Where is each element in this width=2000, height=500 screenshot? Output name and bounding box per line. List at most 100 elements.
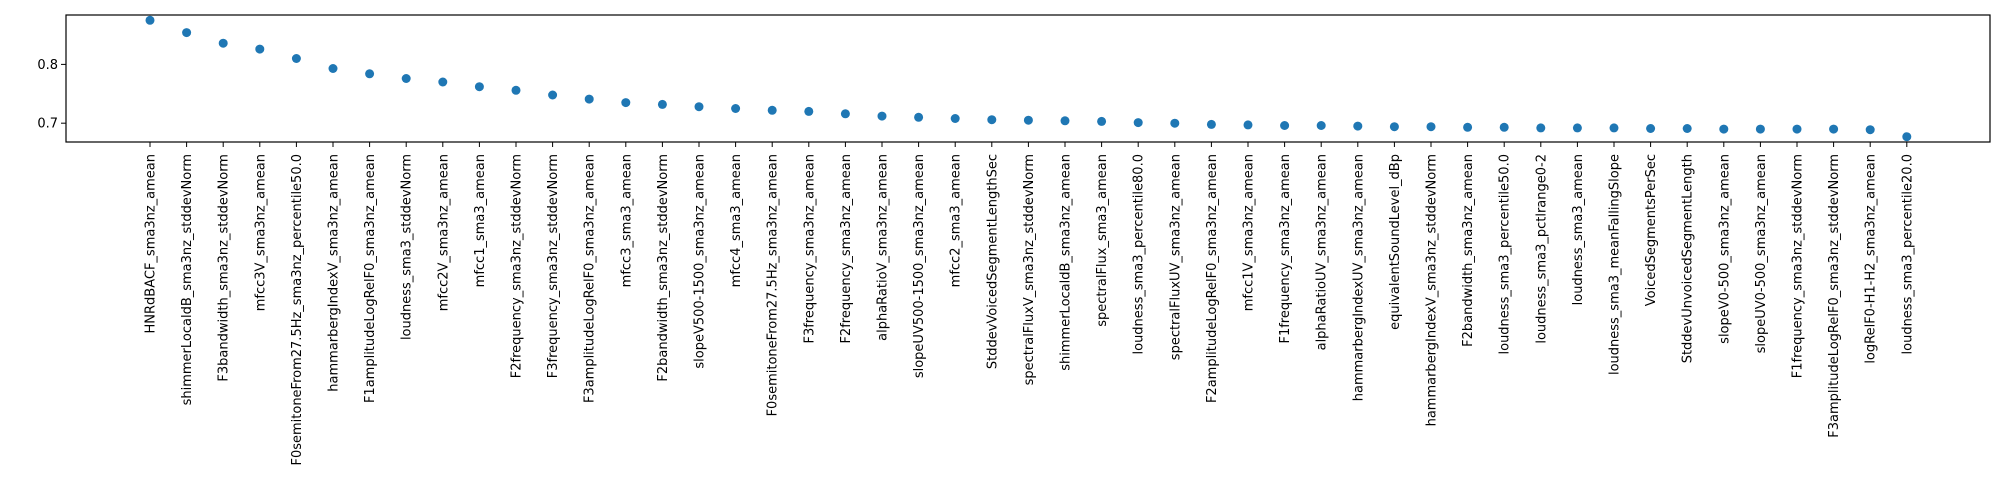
- data-point: [1353, 121, 1363, 131]
- x-tick-label: F2amplitudeLogRelF0_sma3nz_amean: [1205, 154, 1220, 403]
- x-tick-label: loudness_sma3_meanFallingSlope: [1608, 154, 1623, 375]
- y-tick-label: 0.7: [37, 117, 58, 132]
- data-point: [657, 99, 667, 109]
- x-tick-label: F2frequency_sma3nz_stddevNorm: [510, 154, 525, 378]
- data-point: [401, 74, 411, 83]
- x-tick-label: slopeUV500-1500_sma3nz_amean: [912, 154, 927, 378]
- x-tick-label: spectralFluxV_sma3nz_stddevNorm: [1022, 154, 1037, 385]
- x-tick-label: slopeV0-500_sma3nz_amean: [1717, 154, 1732, 344]
- x-tick-label: slopeUV0-500_sma3nz_amean: [1754, 154, 1769, 353]
- data-point: [1609, 123, 1619, 133]
- data-point: [1755, 124, 1765, 134]
- data-point: [255, 44, 265, 54]
- x-tick-label: mfcc1_sma3_amean: [473, 154, 488, 287]
- x-tick-label: VoicedSegmentsPerSec: [1644, 154, 1659, 306]
- x-tick-label: F1amplitudeLogRelF0_sma3nz_amean: [363, 154, 378, 403]
- data-point: [291, 54, 301, 63]
- x-tick-label: mfcc2_sma3_amean: [949, 154, 964, 287]
- x-tick-label: loudness_sma3_percentile50.0: [1498, 154, 1513, 354]
- x-tick-label: F3amplitudeLogRelF0_sma3nz_amean: [583, 154, 598, 403]
- data-point: [987, 115, 997, 125]
- data-point: [731, 104, 741, 113]
- x-tick-label: spectralFluxUV_sma3nz_amean: [1168, 154, 1183, 360]
- data-point: [1682, 124, 1692, 133]
- x-tick-label: F2bandwidth_sma3nz_amean: [1461, 154, 1476, 347]
- x-tick-label: alphaRatioUV_sma3nz_amean: [1315, 154, 1330, 350]
- x-tick-label: mfcc3V_sma3nz_amean: [253, 154, 268, 311]
- data-point: [1316, 121, 1326, 130]
- data-point: [218, 38, 228, 48]
- x-tick-label: loudness_sma3_stddevNorm: [400, 154, 415, 340]
- data-point: [914, 112, 924, 122]
- x-tick-label: F1frequency_sma3nz_amean: [1278, 154, 1293, 344]
- x-tick-label: loudness_sma3_pctlrange0-2: [1534, 154, 1549, 344]
- x-tick-label: shimmerLocaldB_sma3nz_amean: [1059, 154, 1074, 371]
- x-tick-label: hammarbergIndexUV_sma3nz_amean: [1351, 154, 1366, 401]
- data-point: [365, 69, 375, 79]
- x-tick-label: mfcc2V_sma3nz_amean: [436, 154, 451, 311]
- data-point: [1133, 118, 1143, 128]
- data-point: [694, 102, 704, 112]
- data-point: [1463, 122, 1473, 132]
- data-point: [767, 105, 777, 115]
- data-point: [145, 15, 155, 25]
- data-point: [328, 64, 338, 73]
- x-tick-label: shimmerLocaldB_sma3nz_stddevNorm: [180, 154, 195, 405]
- x-tick-label: mfcc1V_sma3nz_amean: [1242, 154, 1257, 311]
- x-tick-label: mfcc3_sma3_amean: [619, 154, 634, 287]
- data-point: [1536, 123, 1546, 133]
- x-tick-label: F3frequency_sma3nz_stddevNorm: [546, 154, 561, 378]
- data-point: [1829, 124, 1839, 134]
- x-tick-label: hammarbergIndexV_sma3nz_amean: [327, 154, 342, 392]
- data-point: [182, 28, 192, 38]
- scatter-points: [145, 15, 1912, 142]
- data-point: [804, 106, 814, 116]
- data-point: [1499, 122, 1509, 132]
- x-tick-label: StddevUnvoicedSegmentLength: [1681, 154, 1696, 363]
- data-point: [1572, 123, 1582, 133]
- x-tick-label: F3amplitudeLogRelF0_sma3nz_stddevNorm: [1827, 154, 1842, 438]
- data-point: [950, 114, 960, 123]
- x-tick-label: HNRdBACF_sma3nz_amean: [144, 154, 159, 334]
- data-point: [1426, 122, 1436, 132]
- y-tick-label: 0.8: [37, 58, 58, 73]
- data-point: [474, 82, 484, 92]
- x-tick-label: F0semitoneFrom27.5Hz_sma3nz_percentile50…: [290, 154, 305, 466]
- data-point: [584, 94, 594, 104]
- data-point: [1170, 118, 1180, 128]
- x-tick-label: F2frequency_sma3nz_amean: [839, 154, 854, 344]
- data-point: [877, 111, 887, 121]
- y-axis: 0.7 0.8: [37, 58, 66, 132]
- data-point: [1097, 116, 1107, 126]
- data-point: [1902, 132, 1912, 142]
- x-tick-label: mfcc4_sma3_amean: [729, 154, 744, 287]
- x-axis: HNRdBACF_sma3nz_amean shimmerLocaldB_sma3…: [144, 142, 1915, 466]
- data-point: [1719, 124, 1729, 134]
- data-point: [1792, 124, 1802, 134]
- data-point: [438, 77, 448, 87]
- data-point: [840, 109, 850, 119]
- data-point: [1060, 116, 1070, 126]
- data-point: [1389, 122, 1399, 132]
- data-point: [1280, 121, 1290, 130]
- data-point: [621, 98, 631, 108]
- x-tick-label: F3frequency_sma3nz_amean: [802, 154, 817, 344]
- x-tick-label: F0semitoneFrom27.5Hz_sma3nz_amean: [766, 154, 781, 416]
- x-tick-label: slopeV500-1500_sma3nz_amean: [693, 154, 708, 369]
- x-tick-label: StddevVoicedSegmentLengthSec: [985, 154, 1000, 369]
- data-point: [1206, 119, 1216, 129]
- x-tick-label: loudness_sma3_percentile80.0: [1132, 154, 1147, 354]
- x-tick-label: F1frequency_sma3nz_stddevNorm: [1791, 154, 1806, 378]
- x-tick-label: loudness_sma3_percentile20.0: [1900, 154, 1915, 354]
- data-point: [1646, 124, 1656, 133]
- x-tick-label: logRelF0-H1-H2_sma3nz_amean: [1864, 154, 1879, 364]
- data-point: [1243, 120, 1253, 130]
- x-tick-label: F3bandwidth_sma3nz_stddevNorm: [217, 154, 232, 382]
- x-tick-label: F2bandwidth_sma3nz_stddevNorm: [656, 154, 671, 382]
- data-point: [1023, 115, 1033, 125]
- x-tick-label: alphaRatioV_sma3nz_amean: [876, 154, 891, 341]
- x-tick-label: loudness_sma3_amean: [1571, 154, 1586, 305]
- data-point: [1865, 125, 1875, 135]
